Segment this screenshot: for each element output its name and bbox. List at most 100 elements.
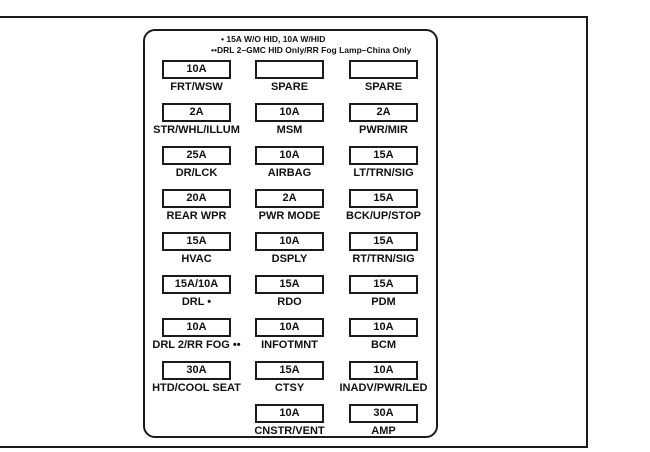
fuse-box: 15A [255,361,324,380]
fuse-cell: 20A REAR WPR [140,189,254,222]
fuse-name-label: CNSTR/VENT [254,425,325,437]
fuse-cell: 10A AIRBAG [233,146,347,179]
fuse-amp-label: 10A [373,364,394,376]
fuse-amp-label: 15A [279,278,300,290]
fuse-name-label: MSM [276,124,303,136]
fuse-name-label: DRL • [181,296,212,308]
fuse-box [255,60,324,79]
fuse-box: 15A/10A [162,275,231,294]
fuse-name-label: HVAC [181,253,212,265]
fuse-amp-label: 20A [186,192,207,204]
fuse-name-label: FRT/WSW [170,81,223,93]
fuse-amp-label: 10A [279,407,300,419]
fuse-cell: SPARE [327,60,441,93]
fuse-name-label: PDM [371,296,396,308]
fuse-box: 15A [162,232,231,251]
fuse-box: 2A [349,103,418,122]
fuse-amp-label: 10A [186,63,207,75]
fuse-name-label: DSPLY [271,253,308,265]
fuse-box [349,60,418,79]
fuse-amp-label: 15A [373,192,394,204]
fuse-name-label: STR/WHL/ILLUM [153,124,240,136]
fuse-name-label: AMP [371,425,396,437]
fuse-name-label: BCK/UP/STOP [346,210,421,222]
fuse-cell: 15A BCK/UP/STOP [327,189,441,222]
fuse-box: 15A [255,275,324,294]
fuse-box: 15A [349,275,418,294]
fuse-box: 10A [255,404,324,423]
fuse-cell: 10A DRL 2/RR FOG •• [140,318,254,351]
fuse-amp-label: 15A [373,235,394,247]
fuse-amp-label: 2A [282,192,297,204]
fuse-amp-label: 10A [279,235,300,247]
fuse-box: 10A [255,232,324,251]
fuse-box: 10A [255,103,324,122]
fuse-cell: 15A CTSY [233,361,347,394]
fuse-name-label: LT/TRN/SIG [353,167,414,179]
fuse-amp-label: 10A [373,321,394,333]
fuse-cell: 10A DSPLY [233,232,347,265]
fuse-cell: 2A STR/WHL/ILLUM [140,103,254,136]
fuse-box: 10A [162,60,231,79]
fuse-amp-label: 15A [186,235,207,247]
fuse-cell: 10A CNSTR/VENT [233,404,347,437]
fuse-name-label: CTSY [274,382,305,394]
fuse-amp-label: 2A [376,106,391,118]
fuse-name-label: REAR WPR [166,210,227,222]
fuse-amp-label: 15A [373,149,394,161]
fuse-amp-label: 10A [279,149,300,161]
fuse-name-label: PWR MODE [258,210,321,222]
fuse-name-label: DRL 2/RR FOG •• [152,339,241,351]
fuse-cell: 15A/10A DRL • [140,275,254,308]
fuse-amp-label: 30A [373,407,394,419]
legend-line-1: • 15A W/O HID, 10A W/HID [221,34,326,44]
fuse-cell: 10A INADV/PWR/LED [327,361,441,394]
fuse-name-label: BCM [370,339,397,351]
fuse-name-label: PWR/MIR [359,124,408,136]
fuse-box: 10A [349,361,418,380]
fuse-cell: 10A MSM [233,103,347,136]
fuse-cell: 15A RDO [233,275,347,308]
fuse-cell: 2A PWR MODE [233,189,347,222]
fuse-box: 2A [162,103,231,122]
fuse-cell: 30A HTD/COOL SEAT [140,361,254,394]
fuse-name-label: SPARE [364,81,403,93]
fuse-name-label: SPARE [270,81,309,93]
fuse-box: 30A [349,404,418,423]
fuse-box: 30A [162,361,231,380]
fuse-amp-label: 30A [186,364,207,376]
fuse-cell: 10A BCM [327,318,441,351]
fuse-amp-label: 15A/10A [174,278,219,290]
fuse-box: 15A [349,146,418,165]
fuse-cell: SPARE [233,60,347,93]
fuse-cell: 10A FRT/WSW [140,60,254,93]
fuse-name-label: INADV/PWR/LED [339,382,428,394]
fuse-amp-label: 15A [373,278,394,290]
legend: • 15A W/O HID, 10A W/HID ••DRL 2–GMC HID… [211,34,411,55]
fuse-cell: 30A AMP [327,404,441,437]
legend-line-2: ••DRL 2–GMC HID Only/RR Fog Lamp–China O… [211,44,412,55]
fuse-amp-label: 25A [186,149,207,161]
fuse-box: 10A [255,318,324,337]
fuse-panel: • 15A W/O HID, 10A W/HID ••DRL 2–GMC HID… [143,29,438,438]
fuse-box: 15A [349,232,418,251]
fuse-amp-label: 2A [189,106,204,118]
fuse-box: 15A [349,189,418,208]
fuse-cell: 15A HVAC [140,232,254,265]
fuse-name-label: RDO [277,296,302,308]
fuse-cell: 25A DR/LCK [140,146,254,179]
fuse-amp-label: 15A [279,364,300,376]
fuse-box: 25A [162,146,231,165]
fuse-cell: 15A PDM [327,275,441,308]
fuse-name-label: AIRBAG [267,167,312,179]
fuse-box: 10A [162,318,231,337]
fuse-cell: 15A LT/TRN/SIG [327,146,441,179]
fuse-amp-label: 10A [186,321,207,333]
fuse-box: 2A [255,189,324,208]
fuse-name-label: HTD/COOL SEAT [152,382,241,394]
fuse-name-label: DR/LCK [175,167,218,179]
fuse-box: 20A [162,189,231,208]
